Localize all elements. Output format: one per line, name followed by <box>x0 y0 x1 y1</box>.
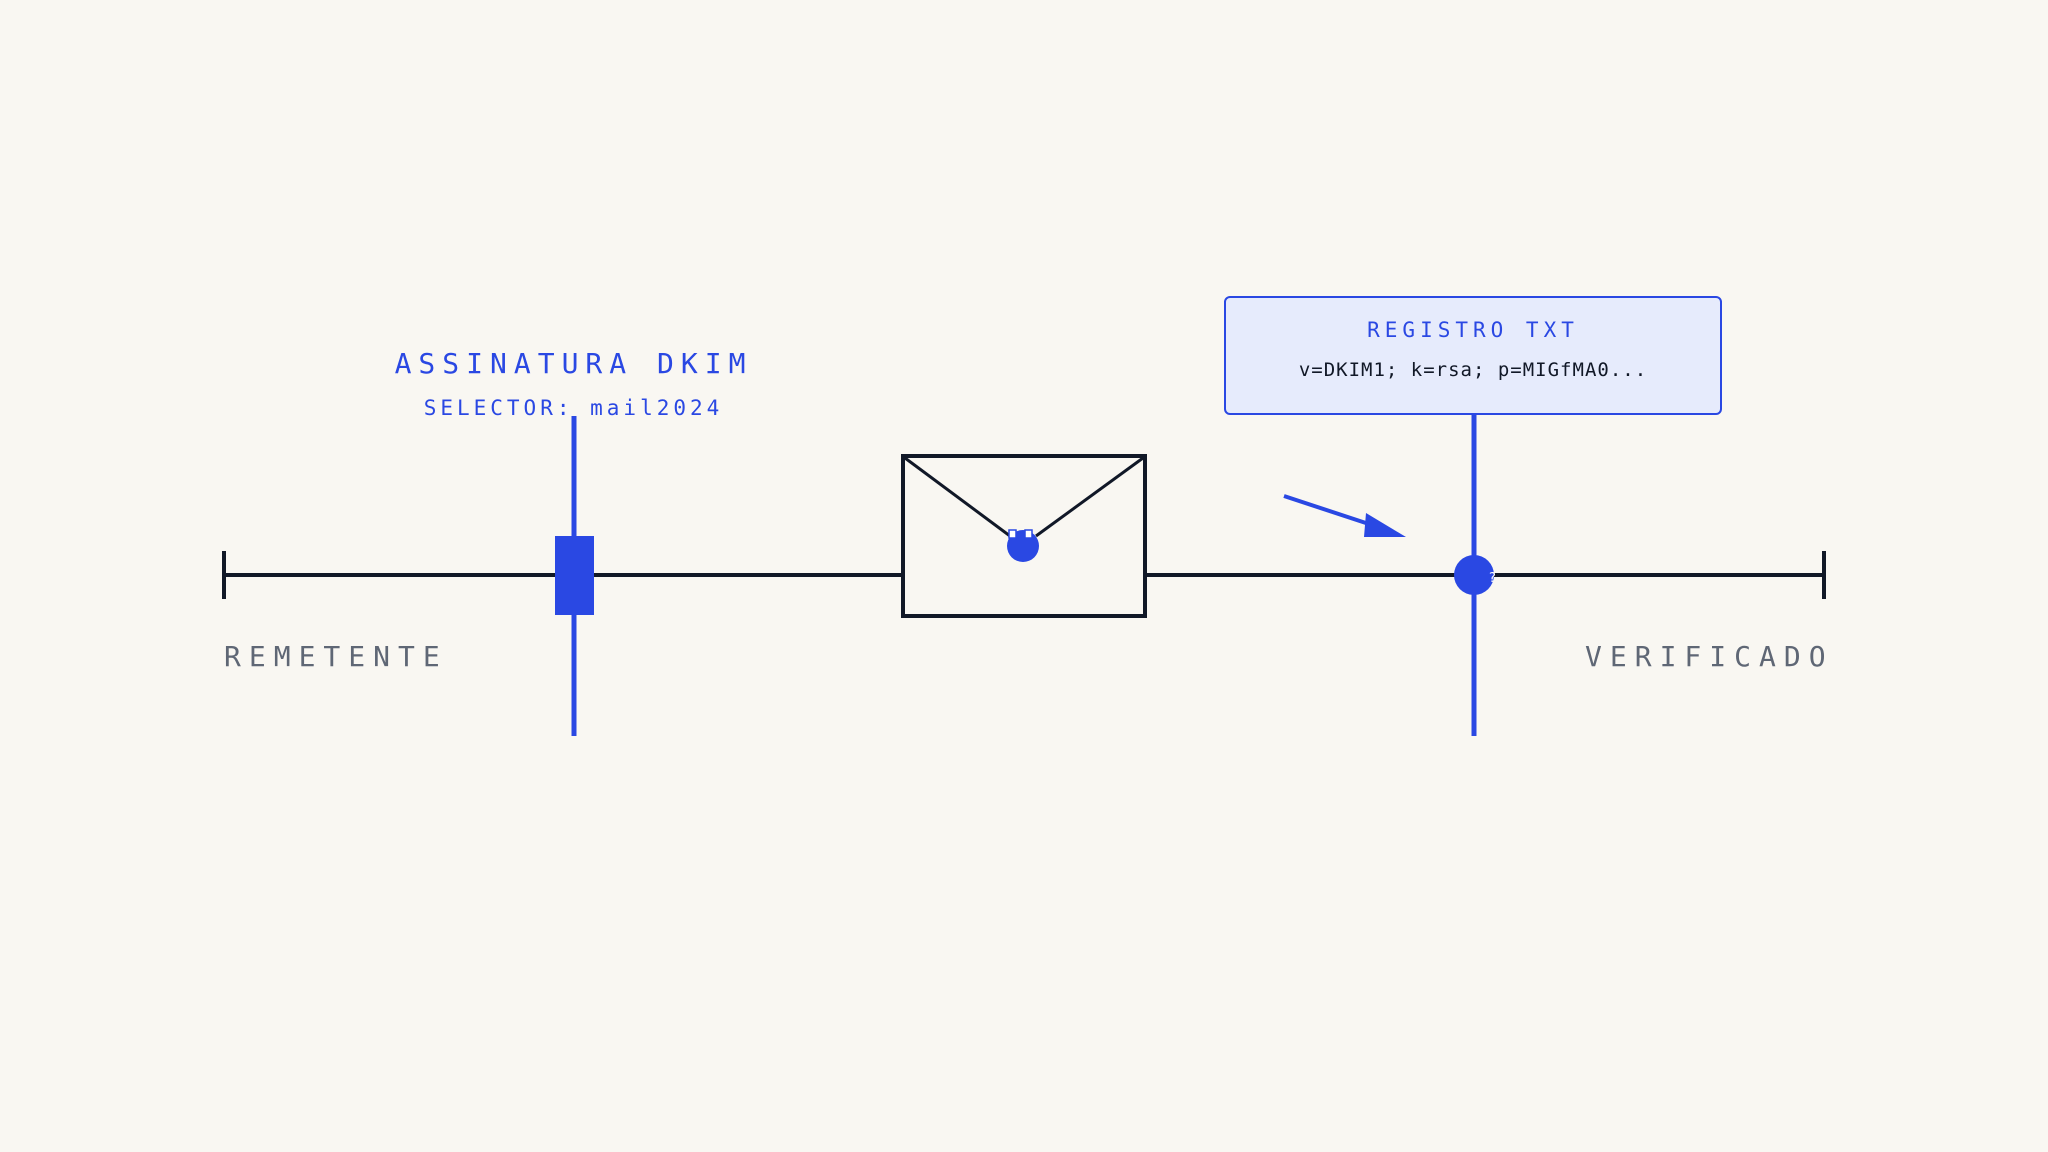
seal-icon <box>1007 529 1039 562</box>
verified-label: VERIFICADO <box>1585 640 1834 673</box>
envelope-icon <box>901 454 1147 618</box>
verification-node-icon: ? <box>1454 555 1496 595</box>
sender-label: REMETENTE <box>224 640 448 673</box>
signature-selector: SELECTOR: mail2024 <box>423 396 724 420</box>
signature-marker <box>555 416 594 736</box>
lookup-arrow <box>1283 494 1406 537</box>
txt-record-value: v=DKIM1; k=rsa; p=MIGfMA0... <box>1298 359 1648 381</box>
txt-record-title: REGISTRO TXT <box>1367 318 1579 342</box>
svg-text:?: ? <box>1489 571 1496 586</box>
txt-record-box: REGISTRO TXT v=DKIM1; k=rsa; p=MIGfMA0..… <box>1224 296 1722 415</box>
signature-title: ASSINATURA DKIM <box>394 347 753 380</box>
verification-marker: ? <box>1454 412 1496 736</box>
